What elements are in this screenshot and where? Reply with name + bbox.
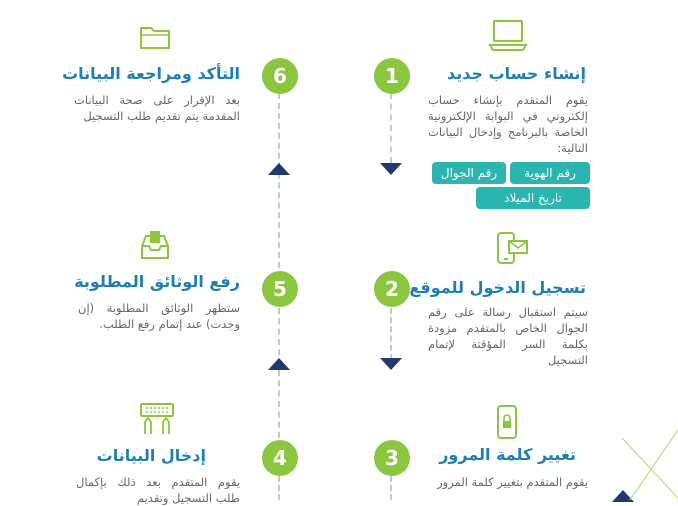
timeline-left-segment-2	[278, 308, 280, 438]
decorative-cross-lines	[621, 429, 678, 500]
step-desc-6: بعد الإقرار على صحة البيانات المقدمة يتم…	[74, 93, 240, 123]
tag-mobile-number: رقم الجوال	[432, 162, 506, 184]
step-number-6: 6	[262, 58, 298, 94]
step-desc-2: سيتم استقبال رسالة على رقم الجوال الخاص …	[428, 305, 588, 367]
folder-icon	[140, 27, 170, 49]
step-number-3: 3	[374, 440, 410, 476]
step-title-5: رفع الوثائق المطلوبة	[74, 272, 240, 291]
step-number-1: 1	[374, 58, 410, 94]
step-title-2: تسجيل الدخول للموقع	[409, 278, 586, 297]
step-desc-3: يقوم المتقدم بتغيير كلمة المرور	[437, 475, 588, 489]
arrow-up-icon	[268, 358, 290, 370]
arrow-up-icon	[268, 163, 290, 175]
arrow-up-icon	[612, 490, 634, 502]
laptop-icon	[488, 20, 528, 51]
arrow-down-icon	[380, 163, 402, 175]
step-number-2: 2	[374, 271, 410, 307]
timeline-right-segment-2	[390, 308, 392, 360]
arrow-down-icon	[380, 358, 402, 370]
timeline-right-segment-1	[390, 93, 392, 163]
timeline-right-segment-3	[390, 476, 392, 500]
inbox-upload-icon	[141, 231, 169, 259]
step-title-1: إنشاء حساب جديد	[446, 64, 586, 83]
step-desc-5: ستظهر الوثائق المطلوبة (إن وجدت) عند إتم…	[78, 301, 240, 331]
phone-lock-icon	[497, 405, 517, 439]
phone-message-icon	[497, 232, 528, 264]
step-title-4: إدخال البيانات	[96, 446, 206, 465]
step-number-4: 4	[262, 440, 298, 476]
timeline-left-segment-3	[278, 476, 280, 500]
step-title-6: التأكد ومراجعة البيانات	[62, 64, 240, 83]
tag-id-number: رقم الهوية	[510, 162, 590, 184]
step-desc-1: يقوم المتقدم بإنشاء حساب إلكتروني في الب…	[428, 93, 588, 155]
step-desc-4: يقوم المتقدم بعد ذلك بإكمال طلب التسجيل …	[76, 475, 240, 505]
step-number-5: 5	[262, 271, 298, 307]
timeline-left-segment-1	[278, 93, 280, 268]
keyboard-icon	[140, 403, 174, 434]
step-title-3: تغيير كلمة المرور	[439, 445, 576, 464]
tag-birth-date: تاريخ الميلاد	[476, 187, 590, 209]
